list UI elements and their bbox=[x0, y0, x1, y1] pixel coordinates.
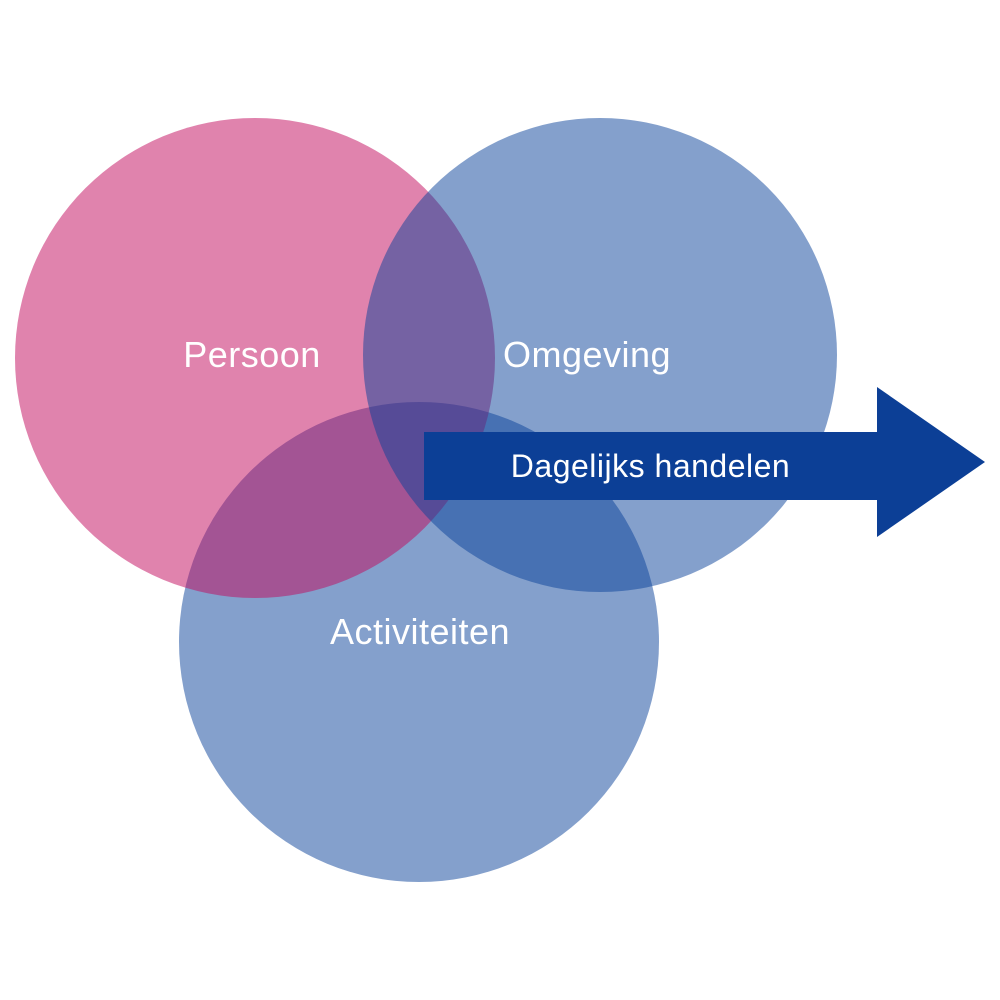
omgeving-label: Omgeving bbox=[502, 334, 672, 375]
arrow-label: Dagelijks handelen bbox=[510, 448, 791, 484]
omgeving-circle bbox=[363, 118, 837, 592]
right-arrow-shape bbox=[424, 387, 985, 537]
activiteiten-label: Activiteiten bbox=[329, 611, 511, 652]
persoon-label: Persoon bbox=[183, 334, 321, 375]
